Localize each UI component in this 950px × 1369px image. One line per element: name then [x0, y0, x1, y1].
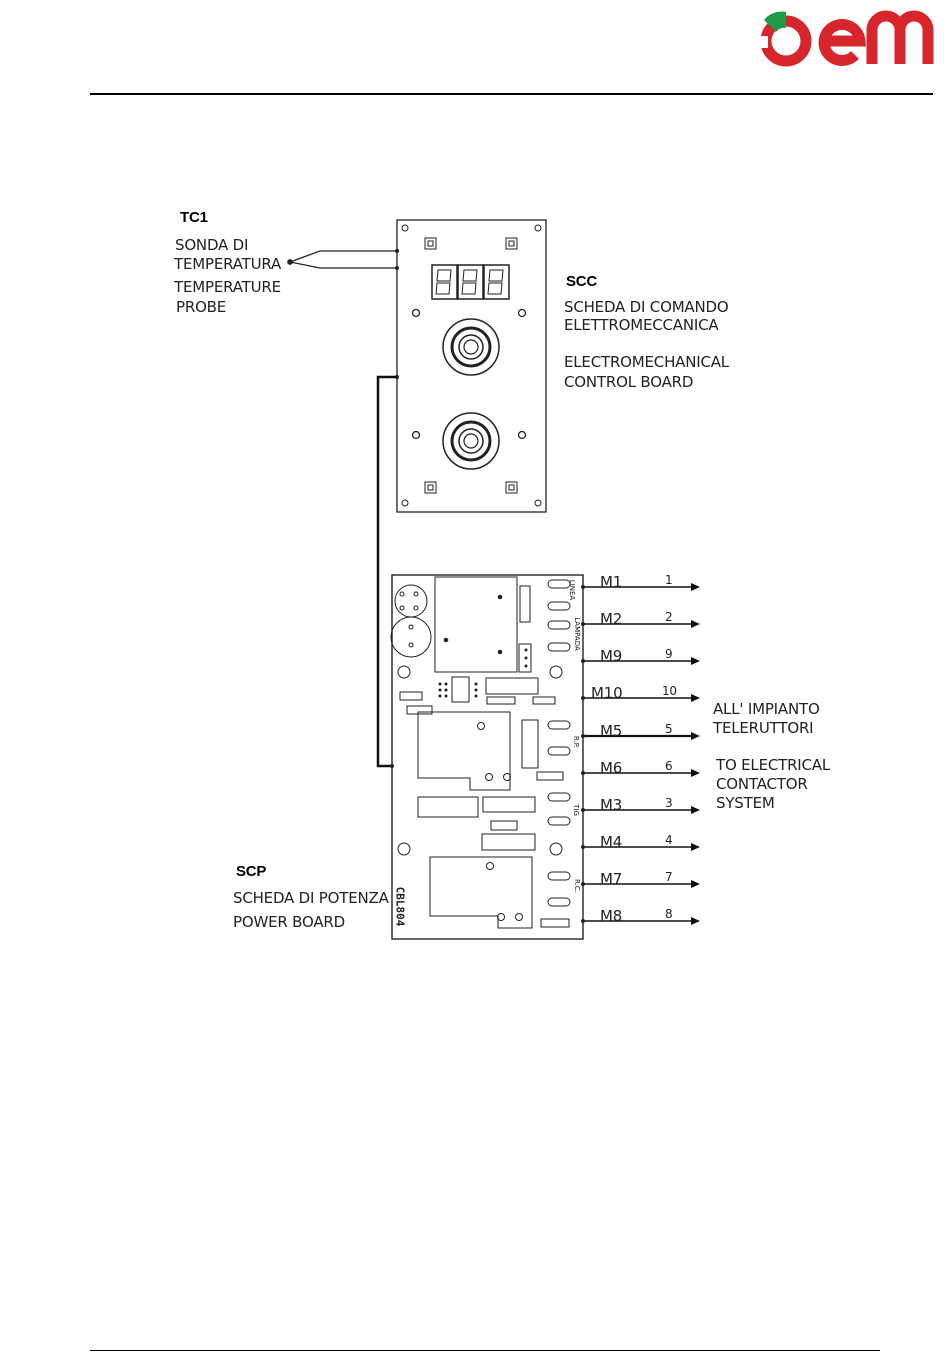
wire-number-8: 8 — [665, 905, 672, 924]
output-node-m9 — [581, 659, 585, 663]
terminal-label-m6: M6 — [600, 759, 622, 778]
tc1-italian-line1: SONDA DI — [175, 236, 248, 255]
tc1-code: TC1 — [180, 208, 208, 227]
wire-number-6: 6 — [665, 757, 672, 776]
output-arrow-m6 — [691, 769, 700, 777]
output-node-m10 — [581, 696, 585, 700]
scp-board-code: CBL804 — [393, 887, 406, 927]
output-arrow-m4 — [691, 843, 700, 851]
output-arrow-m2 — [691, 620, 700, 628]
board-interconnect-cable — [378, 377, 397, 766]
wire-number-9: 9 — [665, 645, 672, 664]
output-arrow-m1 — [691, 583, 700, 591]
terminal-label-m1: M1 — [600, 573, 622, 592]
board-mark-linea: LINEA — [568, 580, 576, 600]
scp-english: POWER BOARD — [233, 913, 345, 932]
board-mark-lampada: LAMPADA — [573, 617, 581, 651]
scc-italian-line1: SCHEDA DI COMANDO — [564, 298, 728, 317]
scc-code: SCC — [566, 272, 597, 291]
wire-number-5: 5 — [665, 720, 672, 739]
contactor-english-line1: TO ELECTRICAL — [716, 756, 830, 775]
output-node-m6 — [581, 771, 585, 775]
footer-rule — [90, 1350, 880, 1351]
terminal-label-m7: M7 — [600, 870, 622, 889]
scc-english-line1: ELECTROMECHANICAL — [564, 353, 729, 372]
terminal-label-m8: M8 — [600, 907, 622, 926]
wire-number-4: 4 — [665, 831, 672, 850]
output-arrow-m5 — [691, 732, 700, 740]
scc-italian-line2: ELETTROMECCANICA — [564, 316, 718, 335]
output-arrow-m9 — [691, 657, 700, 665]
output-arrow-m8 — [691, 917, 700, 925]
wire-number-1: 1 — [665, 571, 672, 590]
scc-control-board — [395, 220, 546, 512]
tc1-english-line1: TEMPERATURE — [174, 278, 281, 297]
output-node-m7 — [581, 882, 585, 886]
terminal-label-m4: M4 — [600, 833, 622, 852]
scc-english-line2: CONTROL BOARD — [564, 373, 693, 392]
terminal-pads — [548, 580, 570, 906]
terminal-label-m2: M2 — [600, 610, 622, 629]
output-node-m8 — [581, 919, 585, 923]
wire-number-2: 2 — [665, 608, 672, 627]
output-node-m4 — [581, 845, 585, 849]
terminal-label-m9: M9 — [600, 647, 622, 666]
output-node-m5 — [581, 734, 585, 738]
board-mark-rp: R.P. — [572, 736, 580, 748]
scp-code: SCP — [236, 862, 266, 881]
contactor-english-line2: CONTACTOR — [716, 775, 808, 794]
output-arrow-m10 — [691, 694, 700, 702]
output-node-m2 — [581, 622, 585, 626]
board-mark-tig: TIG — [572, 804, 580, 816]
output-node-m3 — [581, 808, 585, 812]
scp-power-board — [391, 575, 583, 939]
wire-number-7: 7 — [665, 868, 672, 887]
wire-number-3: 3 — [665, 794, 672, 813]
contactor-italian-line1: ALL' IMPIANTO — [713, 700, 820, 719]
tc1-english-line2: PROBE — [176, 298, 226, 317]
contactor-english-line3: SYSTEM — [716, 794, 775, 813]
output-node-m1 — [581, 585, 585, 589]
tc1-italian-line2: TEMPERATURA — [174, 255, 281, 274]
terminal-label-m5: M5 — [600, 722, 622, 741]
wire-number-10: 10 — [662, 682, 677, 701]
board-mark-rc: R.C. — [573, 879, 581, 893]
wiring-diagram — [0, 0, 950, 960]
output-arrow-m3 — [691, 806, 700, 814]
output-arrow-m7 — [691, 880, 700, 888]
contactor-italian-line2: TELERUTTORI — [713, 719, 813, 738]
terminal-label-m3: M3 — [600, 796, 622, 815]
scp-italian: SCHEDA DI POTENZA — [233, 889, 389, 908]
temperature-probe-wires — [288, 251, 396, 268]
terminal-label-m10: M10 — [591, 684, 622, 703]
